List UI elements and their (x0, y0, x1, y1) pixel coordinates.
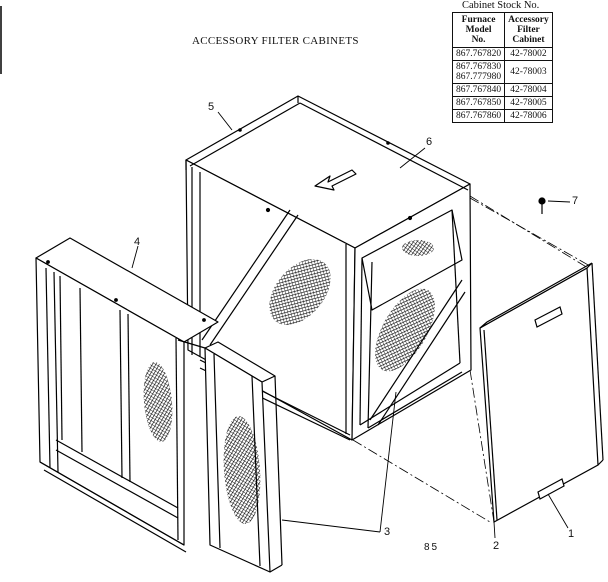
stock-cabinet: 42-78006 (504, 109, 553, 123)
stock-header-cabinet: Accessory Filter Cabinet (504, 12, 553, 48)
end-panel-door (479, 262, 604, 523)
stock-cabinet: 42-78005 (504, 96, 553, 110)
callout-2: 2 (493, 540, 500, 552)
table-row: 867.767830 867.777980 42-78003 (451, 60, 553, 84)
scan-edge (0, 0, 3, 78)
alignment-lines (352, 195, 591, 523)
screw-part (538, 197, 546, 214)
callout-6: 6 (426, 136, 433, 148)
stock-model: 867.767830 867.777980 (451, 60, 506, 84)
callout-5: 5 (208, 101, 215, 113)
page-code: 85 (424, 542, 440, 553)
stock-table-caption: Cabinet Stock No. (462, 0, 540, 11)
stock-model: 867.767820 (451, 47, 506, 61)
table-row: 867.767820 42-78002 (451, 47, 553, 61)
filter-mesh-cabinet (269, 240, 435, 372)
callout-1: 1 (568, 528, 575, 540)
table-row: 867.767860 42-78006 (451, 109, 553, 123)
diagram-title: ACCESSORY FILTER CABINETS (192, 35, 359, 47)
callout-4: 4 (134, 236, 141, 248)
stock-table: Furnace Model No. Accessory Filter Cabin… (451, 12, 553, 123)
filter-mesh-panel (223, 416, 261, 524)
table-row: 867.767850 42-78005 (451, 96, 553, 110)
callout-leaders (131, 111, 571, 539)
stock-model: 867.767840 (451, 83, 506, 97)
side-cover-panel (35, 237, 219, 553)
stock-model: 867.767860 (451, 109, 506, 123)
callout-3: 3 (384, 526, 391, 538)
stock-header-model: Furnace Model No. (451, 12, 506, 48)
stock-cabinet: 42-78003 (504, 60, 553, 84)
table-row: 867.767840 42-78004 (451, 83, 553, 97)
stock-cabinet: 42-78004 (504, 83, 553, 97)
stock-cabinet: 42-78002 (504, 47, 553, 61)
filter-mesh-cover (143, 362, 173, 442)
callout-7: 7 (572, 195, 579, 207)
stock-model: 867.767850 (451, 96, 506, 110)
